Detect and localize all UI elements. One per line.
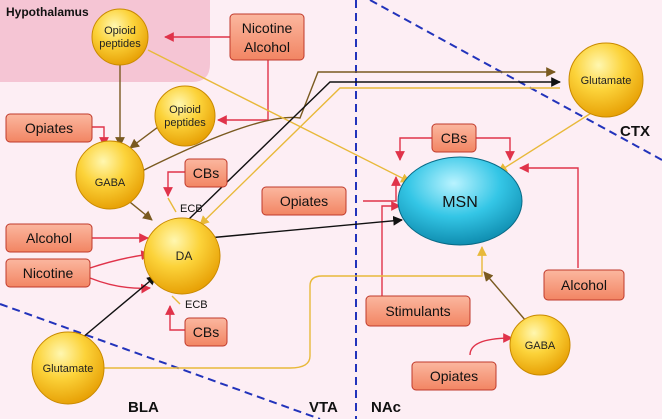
region-label-nac: NAc xyxy=(371,399,401,416)
glutamate-bla-label: Glutamate xyxy=(43,363,94,375)
arrow-cbs-to-msn-right xyxy=(476,137,515,161)
arrow-glutamate-ctx-to-da xyxy=(199,87,560,226)
msn-label: MSN xyxy=(442,194,478,211)
box-opiates-nac: Opiates xyxy=(261,186,347,216)
box-nicotine-alcohol-line2: Alcohol xyxy=(244,39,290,55)
arrow-gaba-nac-to-msn xyxy=(483,271,533,329)
node-opioid-peptides-top: Opioid peptides xyxy=(91,8,149,66)
box-opiates-left-label: Opiates xyxy=(25,120,73,136)
opioid-top-line1: Opioid xyxy=(104,25,136,37)
box-cbs-vta-top-label: CBs xyxy=(193,165,219,181)
box-opiates-left: Opiates xyxy=(5,113,93,143)
arrow-opiates-to-gaba-nac xyxy=(469,333,513,356)
arrow-opiates-to-gaba xyxy=(92,126,109,147)
ecb-mark-bottom xyxy=(171,295,181,305)
arrow-cbs-to-ecb-bottom xyxy=(165,305,185,331)
box-cbs-nac-label: CBs xyxy=(441,130,467,146)
node-glutamate-bla: Glutamate xyxy=(31,331,105,405)
box-nicotine-alcohol-line1: Nicotine xyxy=(242,20,293,36)
arrow-cbs-to-ecb-top xyxy=(163,171,185,197)
node-msn: MSN xyxy=(397,156,523,246)
arrow-da-glutamate-bla xyxy=(75,275,157,344)
box-opiates-bottom-label: Opiates xyxy=(430,368,478,384)
box-nicotine-left: Nicotine xyxy=(5,258,91,288)
arrow-nicotine-to-da-lower xyxy=(89,277,151,294)
arrow-nicotine-to-da-upper xyxy=(89,250,151,269)
arrow-opiates-to-msn xyxy=(363,176,401,202)
da-label: DA xyxy=(176,249,193,263)
box-alcohol-right-label: Alcohol xyxy=(561,277,607,293)
node-opioid-peptides-mid: Opioid peptides xyxy=(154,85,216,147)
ecb-label-bottom: ECB xyxy=(185,299,208,311)
box-nicotine-left-label: Nicotine xyxy=(23,265,74,281)
gaba-nac-label: GABA xyxy=(525,340,556,352)
ecb-mark-top xyxy=(167,197,177,213)
region-label-ctx: CTX xyxy=(620,123,650,140)
arrow-da-to-ctx xyxy=(187,77,561,221)
arrow-opioid-mid-to-gaba xyxy=(129,123,163,149)
box-cbs-vta-bottom-label: CBs xyxy=(193,324,219,340)
box-alcohol-right: Alcohol xyxy=(543,269,625,301)
arrow-glutamate-bla-to-msn xyxy=(100,246,487,369)
arrow-glutamate-ctx-to-msn xyxy=(497,109,597,173)
arrow-nicotine-alcohol-to-opioid-mid xyxy=(217,60,269,125)
box-opiates-bottom: Opiates xyxy=(411,361,497,391)
box-cbs-vta-top: CBs xyxy=(184,158,228,188)
box-cbs-nac: CBs xyxy=(431,123,477,153)
arrow-cbs-to-msn-left xyxy=(395,137,432,161)
node-gaba-nac: GABA xyxy=(509,314,571,376)
glutamate-ctx-label: Glutamate xyxy=(581,75,632,87)
arrow-opioid-top-to-msn xyxy=(147,49,411,183)
arrow-gaba-to-ctx xyxy=(139,67,556,173)
node-glutamate-ctx: Glutamate xyxy=(568,42,644,118)
box-cbs-vta-bottom: CBs xyxy=(184,317,228,347)
node-gaba-vta: GABA xyxy=(75,140,145,210)
box-nicotine-alcohol: Nicotine Alcohol xyxy=(229,13,305,61)
node-da: DA xyxy=(143,217,221,295)
arrow-alcohol-to-msn xyxy=(519,163,579,268)
arrow-stimulants-to-msn xyxy=(381,201,401,296)
opioid-mid-line1: Opioid xyxy=(169,104,201,116)
region-label-bla: BLA xyxy=(128,399,159,416)
arrow-da-to-msn xyxy=(207,215,403,239)
box-stimulants-label: Stimulants xyxy=(385,303,450,319)
gaba-vta-label: GABA xyxy=(95,177,126,189)
box-alcohol-left: Alcohol xyxy=(5,223,93,253)
region-label-hypothalamus: Hypothalamus xyxy=(6,5,89,19)
opioid-top-line2: peptides xyxy=(99,38,141,50)
box-opiates-nac-label: Opiates xyxy=(280,193,328,209)
box-stimulants: Stimulants xyxy=(365,295,471,327)
ecb-label-top: ECB xyxy=(180,203,203,215)
region-label-vta: VTA xyxy=(309,399,338,416)
box-alcohol-left-label: Alcohol xyxy=(26,230,72,246)
opioid-mid-line2: peptides xyxy=(164,117,206,129)
ctx-divider-line xyxy=(369,0,662,161)
bla-divider-line xyxy=(0,303,321,419)
